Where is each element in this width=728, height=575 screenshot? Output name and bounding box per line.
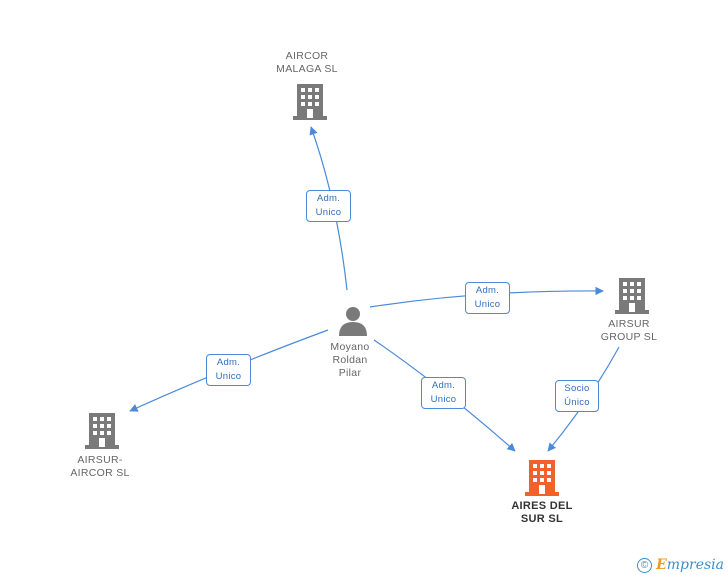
node-label-aires-del-sur[interactable]: AIRES DEL SUR SL [494,500,590,526]
node-label-aircor-malaga[interactable]: AIRCOR MALAGA SL [262,50,352,76]
node-label-aires-del-sur-line1: AIRES DEL [511,500,573,512]
person-icon[interactable] [337,304,369,336]
brand-logo: Empresia [656,557,724,573]
edge-label-line2: Unico [215,371,242,382]
edge-label-group-to-aires[interactable]: Socio Único [555,380,599,412]
node-label-aires-del-sur-line2: SUR SL [520,513,564,525]
node-label-moyano-line1: Moyano [330,341,370,353]
node-label-moyano[interactable]: Moyano Roldan Pilar [305,341,395,380]
edge-label-to-airsur-group[interactable]: Adm. Unico [465,282,510,314]
node-label-airsur-aircor-line1: AIRSUR- [77,454,123,466]
node-label-airsur-aircor[interactable]: AIRSUR- AIRCOR SL [55,454,145,480]
building-icon[interactable] [293,84,327,120]
copyright-icon: © [637,557,653,573]
building-focus-icon[interactable] [525,460,559,496]
node-label-moyano-line3: Pilar [338,367,362,379]
brand-logo-initial: E [656,557,667,573]
node-label-aircor-malaga-line2: MALAGA SL [276,63,338,75]
node-label-airsur-aircor-line2: AIRCOR SL [70,467,130,479]
node-label-moyano-line2: Roldan [332,354,368,366]
edge-label-line2: Unico [315,207,342,218]
empresia-watermark: © Empresia [637,557,724,573]
edge-label-line1: Adm. [216,357,241,368]
node-label-airsur-group-line1: AIRSUR [608,318,650,330]
edge-label-line1: Adm. [431,380,456,391]
edge-label-to-aires-del-sur[interactable]: Adm. Unico [421,377,466,409]
edge-label-to-aircor-malaga[interactable]: Adm. Unico [306,190,351,222]
edge-label-line1: Adm. [316,193,341,204]
node-label-airsur-group[interactable]: AIRSUR GROUP SL [584,318,674,344]
edge-label-line1: Socio [564,383,590,394]
edge-label-line2: Único [564,397,590,408]
brand-logo-rest: mpresia [666,557,724,573]
edge-label-line2: Unico [430,394,457,405]
building-icon[interactable] [85,413,119,449]
edge-label-line1: Adm. [475,285,500,296]
node-label-airsur-group-line2: GROUP SL [600,331,658,343]
building-icon[interactable] [615,278,649,314]
edge-label-to-airsur-aircor[interactable]: Adm. Unico [206,354,251,386]
edge-label-line2: Unico [474,299,501,310]
node-label-aircor-malaga-line1: AIRCOR [285,50,329,62]
